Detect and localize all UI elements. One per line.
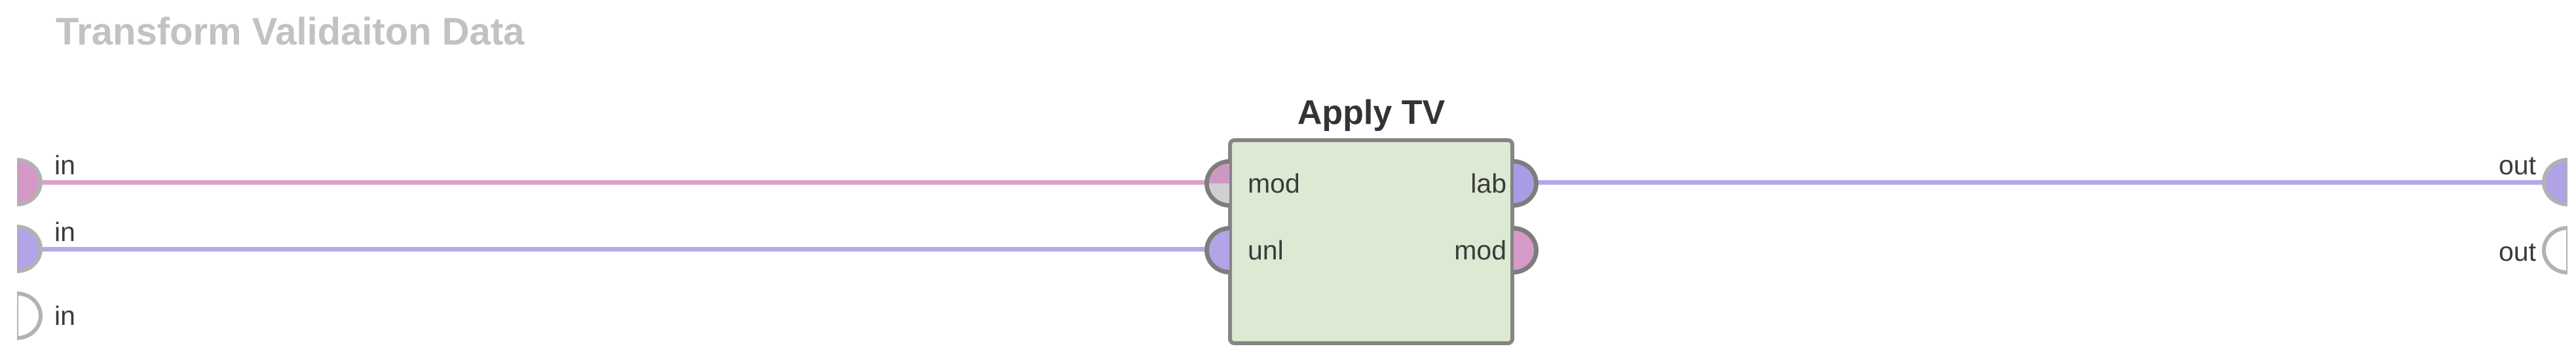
edge-input-port-2[interactable] xyxy=(17,225,43,273)
edge-input-port-3[interactable] xyxy=(17,291,43,340)
edge-output-port-1[interactable] xyxy=(2542,158,2567,206)
process-title: Transform Validaiton Data xyxy=(56,10,525,53)
node-input-port-unl[interactable] xyxy=(1204,226,1229,274)
node-title: Apply TV xyxy=(1297,94,1446,132)
node-output-port-mod[interactable] xyxy=(1514,226,1539,274)
wire-node-lab-to-out1[interactable] xyxy=(1533,180,2547,185)
edge-input-port-1[interactable] xyxy=(17,158,43,206)
wire-in1-to-node-mod[interactable] xyxy=(36,180,1210,185)
node-apply-tv[interactable] xyxy=(1228,138,1514,345)
node-port-label-mod-in: mod xyxy=(1248,168,1300,198)
edge-input-label-1: in xyxy=(54,150,75,180)
edge-output-label-1: out xyxy=(2499,150,2536,180)
port-fill-top xyxy=(1209,164,1229,183)
port-fill-bottom xyxy=(1209,183,1229,203)
node-port-label-unl: unl xyxy=(1248,235,1284,265)
node-port-label-lab: lab xyxy=(1470,168,1506,198)
edge-input-label-3: in xyxy=(54,301,75,331)
edge-input-label-2: in xyxy=(54,217,75,247)
wire-in2-to-node-unl[interactable] xyxy=(36,247,1210,252)
node-port-label-mod-out: mod xyxy=(1454,235,1506,265)
node-output-port-lab[interactable] xyxy=(1514,159,1539,208)
edge-output-label-2: out xyxy=(2499,236,2536,267)
edge-output-port-2[interactable] xyxy=(2542,226,2567,274)
node-input-port-mod[interactable] xyxy=(1204,159,1229,208)
